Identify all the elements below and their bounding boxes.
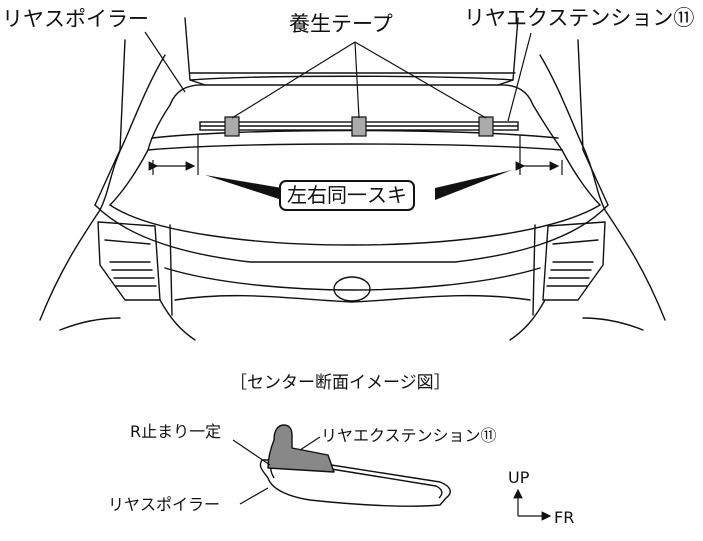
callout-wedge-right	[435, 170, 512, 200]
axis-indicator	[513, 488, 552, 521]
section-leader-lines	[232, 436, 321, 505]
label-section-rear-spoiler: リヤスポイラー	[108, 495, 221, 514]
callout-wedge-left	[205, 175, 282, 200]
axis-fr-label: FR	[554, 508, 575, 527]
axis-up-label: UP	[508, 468, 530, 487]
label-equal-gap: 左右同一スキ	[279, 180, 415, 211]
label-r-stop: R止まり一定	[130, 422, 222, 441]
car-rear-illustration	[39, 17, 666, 341]
label-tape: 養生テープ	[289, 12, 393, 36]
gap-dimension-right	[515, 135, 563, 175]
tape-pieces	[224, 116, 494, 137]
label-rear-spoiler: リヤスポイラー	[2, 7, 149, 31]
leader-lines	[144, 31, 532, 122]
label-rear-extension: リヤエクステンション⑪	[464, 6, 695, 30]
label-section-rear-extension: リヤエクステンション⑪	[321, 426, 497, 445]
gap-dimension-left	[148, 135, 199, 175]
section-illustration	[259, 424, 451, 507]
section-title: ［センター断面イメージ図］	[230, 373, 451, 393]
